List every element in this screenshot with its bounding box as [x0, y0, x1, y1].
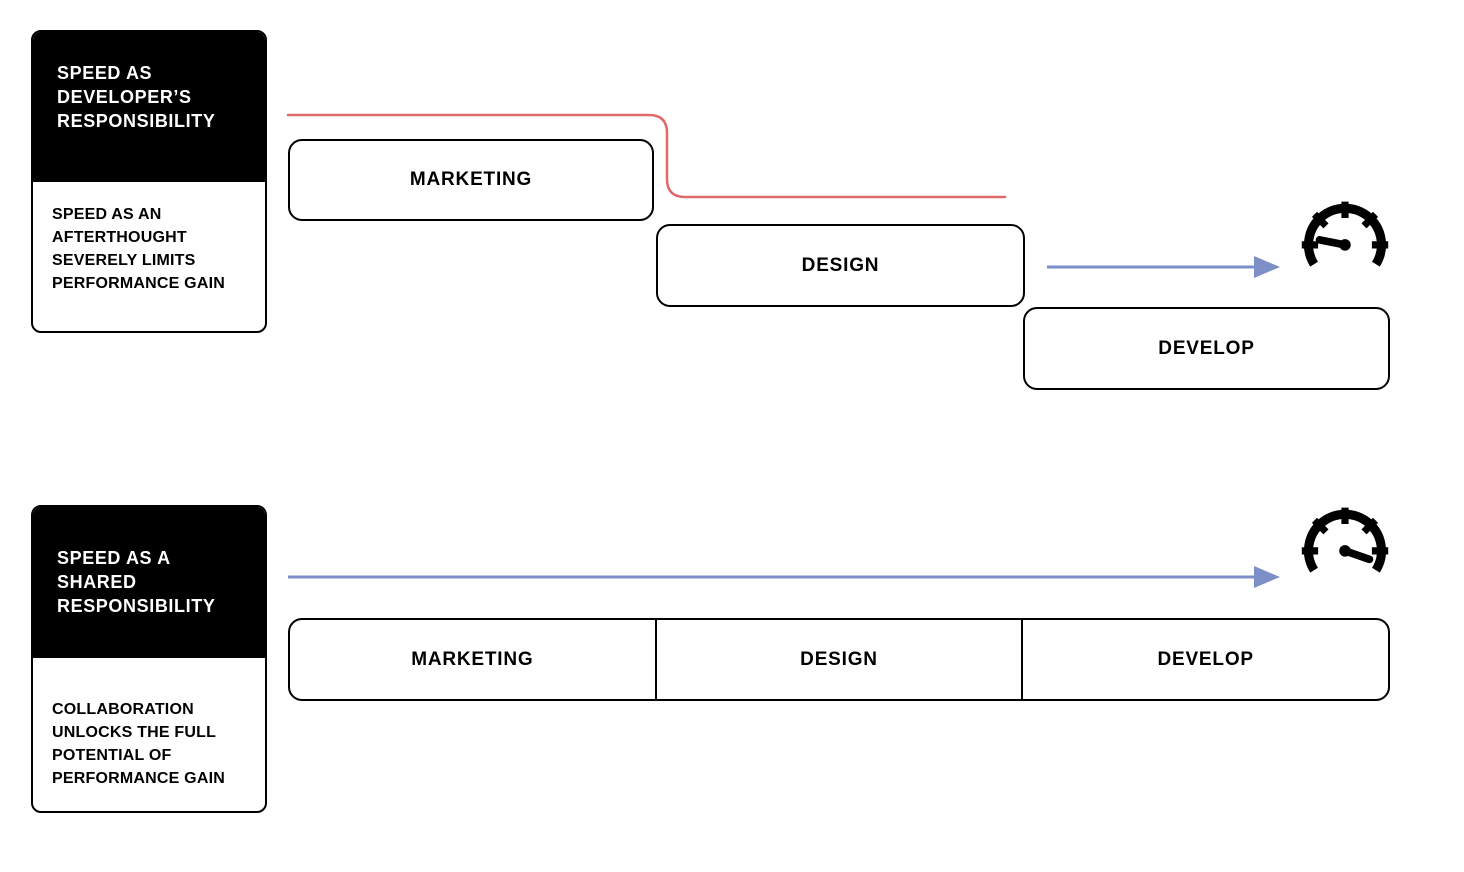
phase-label-develop: DEVELOP: [1157, 648, 1254, 670]
blue-arrow-bottom: [288, 566, 1280, 588]
blue-arrow-top-head: [1254, 256, 1280, 278]
phase-box-develop: DEVELOP: [1023, 307, 1390, 390]
gauge-ticks: [1301, 507, 1389, 555]
speedometer-low-icon: [1301, 201, 1389, 267]
phase-label-design: DESIGN: [801, 254, 880, 276]
phase-label-design: DESIGN: [800, 648, 878, 670]
gauge-hub: [1339, 545, 1351, 557]
phase-box-design: DESIGN: [656, 224, 1025, 307]
phase-cell-design: DESIGN: [657, 620, 1024, 699]
phase-row-shared: MARKETING DESIGN DEVELOP: [288, 618, 1390, 701]
gauge-ticks: [1301, 201, 1389, 249]
card-shared-responsibility: SPEED AS A SHARED RESPONSIBILITY COLLABO…: [31, 505, 267, 813]
phase-cell-develop: DEVELOP: [1023, 620, 1388, 699]
card-shared-body: COLLABORATION UNLOCKS THE FULL POTENTIAL…: [52, 701, 225, 788]
phase-box-marketing: MARKETING: [288, 139, 654, 221]
blue-arrow-top: [1047, 256, 1280, 278]
card-waterfall-title: SPEED AS DEVELOPER’S RESPONSIBILITY: [33, 32, 265, 182]
phase-cell-marketing: MARKETING: [290, 620, 657, 699]
phase-label-marketing: MARKETING: [411, 648, 534, 670]
phase-label-marketing: MARKETING: [409, 169, 533, 190]
card-waterfall-responsibility: SPEED AS DEVELOPER’S RESPONSIBILITY SPEE…: [31, 30, 267, 333]
card-waterfall-body: SPEED AS AN AFTERTHOUGHT SEVERELY LIMITS…: [52, 206, 225, 293]
phase-label-develop: DEVELOP: [1158, 337, 1255, 359]
blue-arrow-bottom-head: [1254, 566, 1280, 588]
card-shared-title: SPEED AS A SHARED RESPONSIBILITY: [33, 507, 265, 658]
gauge-hub: [1339, 239, 1351, 251]
speedometer-high-icon: [1301, 507, 1389, 573]
